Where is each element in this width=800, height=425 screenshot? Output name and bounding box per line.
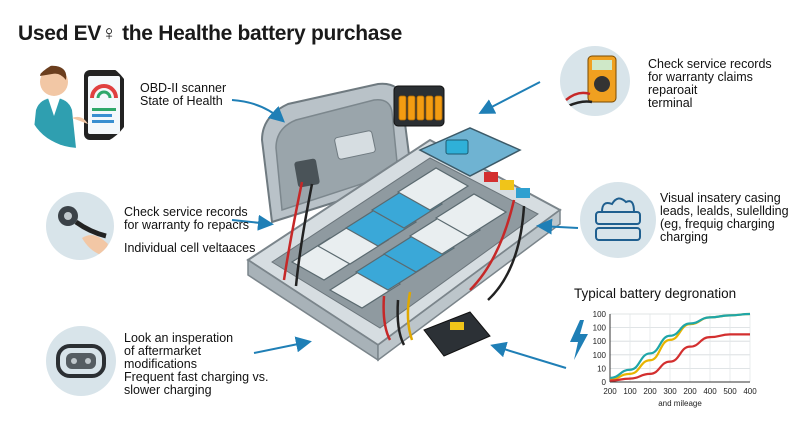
y-tick-label: 0: [602, 378, 607, 387]
lightning-icon: [570, 320, 588, 360]
callout-records-left: Check service records for warranty fo re…: [124, 205, 250, 232]
arrow-records-left: [231, 214, 274, 231]
callout-records-top: Check service records for warranty claim…: [648, 57, 772, 110]
arrow-records-top: [478, 81, 541, 114]
callout-inspection: Look an insperation of aftermarket modif…: [124, 331, 269, 397]
x-tick-label: 300: [663, 387, 677, 396]
x-axis-label: and mileage: [658, 399, 702, 408]
x-tick-label: 400: [743, 387, 757, 396]
x-tick-label: 500: [723, 387, 737, 396]
y-tick-label: 100: [593, 351, 607, 360]
arrow-chart: [490, 341, 567, 369]
battery-module-icon: [580, 182, 656, 258]
arrow-inspection: [253, 336, 312, 354]
x-tick-label: 100: [623, 387, 637, 396]
series-line-2: [609, 312, 751, 380]
multimeter-icon: [560, 46, 630, 116]
x-tick-label: 200: [603, 387, 617, 396]
callout-visual: Visual insatery casing leads, lealds, su…: [660, 191, 789, 244]
arrow-obd: [231, 99, 285, 123]
x-tick-label: 200: [683, 387, 697, 396]
y-tick-label: 100: [593, 337, 607, 346]
chart-title: Typical battery degronation: [574, 286, 737, 301]
page-title: Used EV♀ the Healthe battery purchase: [18, 22, 402, 45]
y-tick-label: 100: [593, 324, 607, 333]
x-tick-label: 400: [703, 387, 717, 396]
y-tick-label: 10: [597, 364, 606, 373]
callout-obd: OBD-II scanner State of Health: [140, 81, 227, 108]
arrow-visual: [536, 218, 579, 235]
person-phone-icon: [28, 58, 132, 148]
battery-chain-icon: [46, 326, 116, 396]
series-line-3: [609, 333, 751, 382]
x-tick-label: 200: [643, 387, 657, 396]
y-tick-label: 100: [593, 310, 607, 319]
callout-cell-voltages: Individual cell veltaaces: [124, 241, 256, 255]
cable-clamp-icon: [46, 192, 114, 260]
